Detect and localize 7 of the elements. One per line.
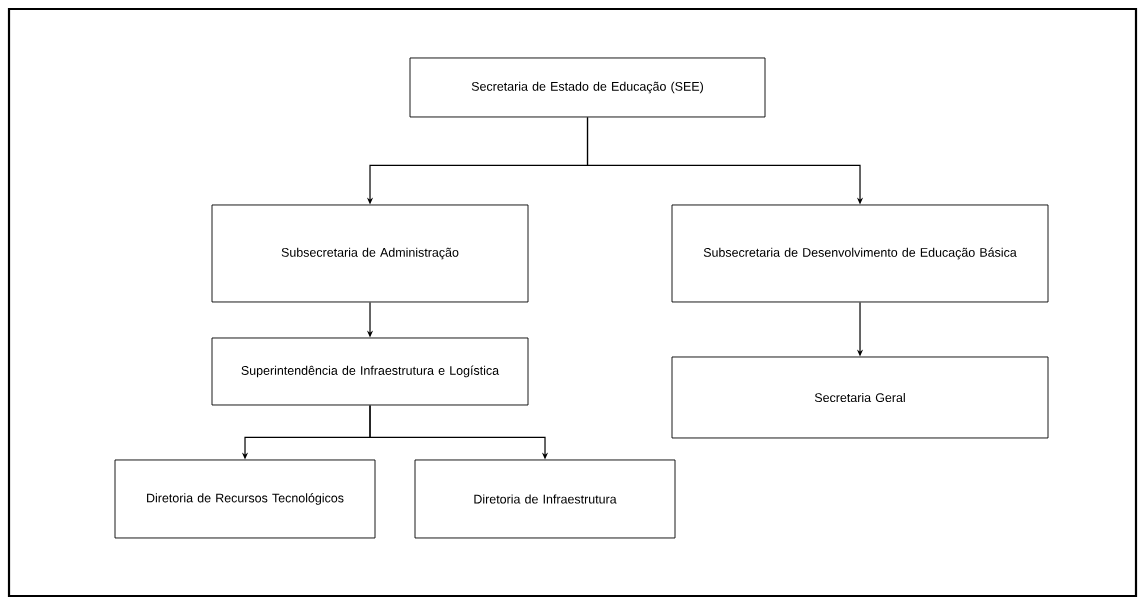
org-box: Superintendência de Infraestrutura e Logística xyxy=(211,337,529,406)
org-box: Subsecretaria de Administração xyxy=(211,204,529,303)
org-box: Secretaria Geral xyxy=(671,356,1049,439)
org-box: Diretoria de Infraestrutura xyxy=(414,459,676,539)
org-box: Diretoria de Recursos Tecnológicos xyxy=(114,459,376,539)
org-box: Subsecretaria de Desenvolvimento de Educação Básica xyxy=(671,204,1049,303)
org-box: Secretaria de Estado de Educação (SEE) xyxy=(409,57,766,118)
